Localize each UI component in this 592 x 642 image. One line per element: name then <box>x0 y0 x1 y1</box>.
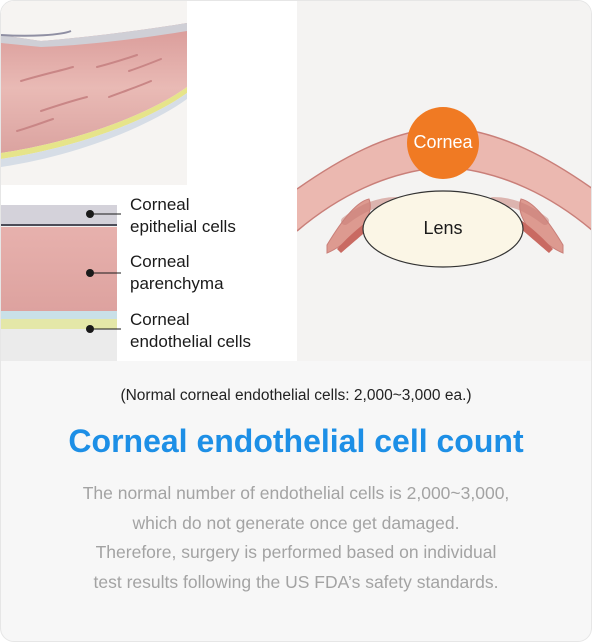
label-endothelial-line-1: Corneal <box>130 310 190 329</box>
label-endothelial-cells: Corneal endothelial cells <box>130 309 251 353</box>
description-line-4: test results following the US FDA’s safe… <box>93 571 499 592</box>
description: The normal number of endothelial cells i… <box>1 479 591 597</box>
cornea-badge-label: Cornea <box>413 132 473 152</box>
description-line-2: which do not generate once get damaged. <box>132 512 460 533</box>
description-line-3: Therefore, surgery is performed based on… <box>95 542 497 562</box>
eye-diagram <box>296 107 591 268</box>
cornea-illustration: Corneal epithelial cells Corneal parench… <box>1 1 591 361</box>
label-parenchyma-line-2: parenchyma <box>130 274 224 293</box>
label-parenchyma-line-1: Corneal <box>130 252 190 271</box>
label-parenchyma: Corneal parenchyma <box>130 251 224 295</box>
section-title: Corneal endothelial cell count <box>68 423 524 459</box>
label-endothelial-line-2: endothelial cells <box>130 332 251 351</box>
normal-count-note: (Normal corneal endothelial cells: 2,000… <box>120 387 472 404</box>
label-epithelial-line-1: Corneal <box>130 195 190 214</box>
label-epithelial-cells: Corneal epithelial cells <box>130 194 236 238</box>
label-epithelial-line-2: epithelial cells <box>130 217 236 236</box>
cornea-layers-diagram <box>1 1 187 361</box>
lens-label: Lens <box>423 218 463 238</box>
cornea-cross-section-panel: Corneal epithelial cells Corneal parench… <box>1 1 297 361</box>
description-line-1: The normal number of endothelial cells i… <box>82 483 510 503</box>
eye-anterior-panel: Cornea Lens <box>296 1 591 361</box>
